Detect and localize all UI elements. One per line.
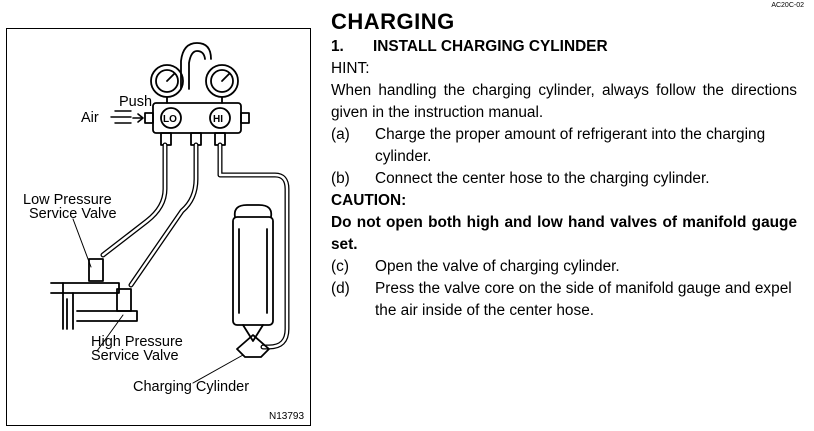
manifold-illustration [50,42,290,384]
page-code: AC20C-02 [771,2,804,9]
instructions: CHARGING 1. INSTALL CHARGING CYLINDER HI… [331,8,797,322]
list-item-c: (c) Open the valve of charging cylinder. [331,256,797,278]
air-label: Air [81,110,99,126]
high-valve-label-line1: High Pressure [91,334,183,350]
low-valve-label-line2: Service Valve [29,206,117,222]
high-valve-label-line2: Service Valve [91,348,179,364]
item-mark: (c) [331,258,349,275]
hint-label: HINT: [331,60,370,77]
cylinder-label: Charging Cylinder [133,379,250,395]
cylinder-handle [233,204,273,218]
hi-knob [209,107,231,129]
section-heading: CHARGING [331,9,455,34]
low-service-valve [88,258,104,282]
figure-id: N13793 [269,411,305,422]
step-title-text: INSTALL CHARGING CYLINDER [373,38,608,55]
list-item-b: (b) Connect the center hose to the charg… [331,168,797,190]
item-mark: (b) [331,170,350,187]
charging-cylinder [232,216,274,326]
caution-text: Do not open both high and low hand valve… [331,214,797,253]
item-mark: (a) [331,126,350,143]
hanger-hook [180,42,212,90]
item-text: Charge the proper amount of refrigerant … [375,126,766,165]
hint-text: When handling the charging cylinder, alw… [331,82,797,121]
push-label: Push [119,94,153,110]
manifold-figure: Push Air LO HI Low Pressure Service Valv… [6,28,311,426]
lo-knob [160,107,182,129]
hi-label: HI [213,114,223,125]
list-item-a: (a) Charge the proper amount of refriger… [331,124,797,168]
low-valve-label-line1: Low Pressure [23,192,112,208]
item-text: Open the valve of charging cylinder. [375,258,620,275]
step-number: 1. [331,38,344,55]
item-text: Press the valve core on the side of mani… [375,280,792,319]
item-text: Connect the center hose to the charging … [375,170,710,187]
item-mark: (d) [331,280,350,297]
lo-label: LO [163,114,177,125]
caution-label: CAUTION: [331,192,407,209]
list-item-d: (d) Press the valve core on the side of … [331,278,797,322]
step-title: 1. INSTALL CHARGING CYLINDER [331,36,797,58]
